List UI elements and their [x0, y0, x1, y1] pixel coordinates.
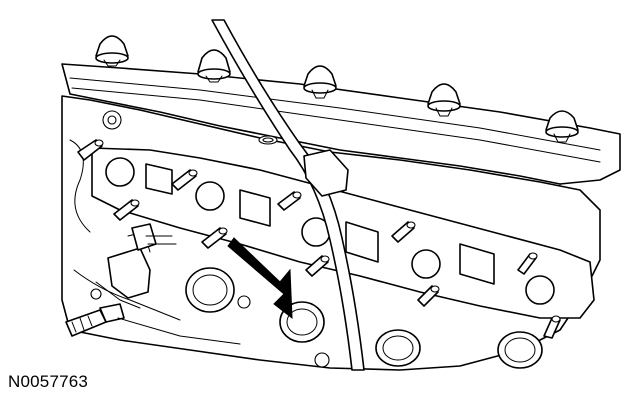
figure-identifier: N0057763 [8, 372, 89, 391]
dome-fastener [427, 83, 461, 117]
gasket-port [411, 249, 441, 279]
stud [171, 169, 198, 191]
callout-arrow [227, 237, 293, 320]
top-fasteners [95, 35, 579, 143]
sensor-connector [90, 223, 177, 309]
dome-fastener [95, 35, 129, 67]
stud [543, 315, 561, 339]
lower-left-fitting [65, 303, 241, 345]
intake-gasket [91, 147, 595, 319]
gasket-port [145, 163, 173, 195]
stud [417, 285, 440, 307]
dome-fastener [197, 49, 231, 83]
intake-studs [77, 139, 561, 339]
gasket-port [525, 275, 555, 305]
dome-fastener [303, 65, 337, 99]
arrow-icon [227, 237, 293, 320]
lower-ports [185, 267, 543, 369]
stud [277, 191, 302, 211]
gasket-port [459, 243, 495, 285]
stud [201, 227, 228, 249]
stud [113, 199, 140, 221]
gasket-port [105, 157, 135, 187]
gasket-port [239, 189, 271, 227]
stud [517, 252, 538, 275]
gasket-port [345, 221, 379, 263]
harness-clip [303, 149, 349, 197]
stud [391, 221, 416, 243]
wiring-harness [211, 19, 365, 371]
dome-fastener [545, 110, 579, 143]
stud [305, 255, 330, 277]
stud [77, 139, 104, 161]
gasket-port [195, 181, 225, 211]
